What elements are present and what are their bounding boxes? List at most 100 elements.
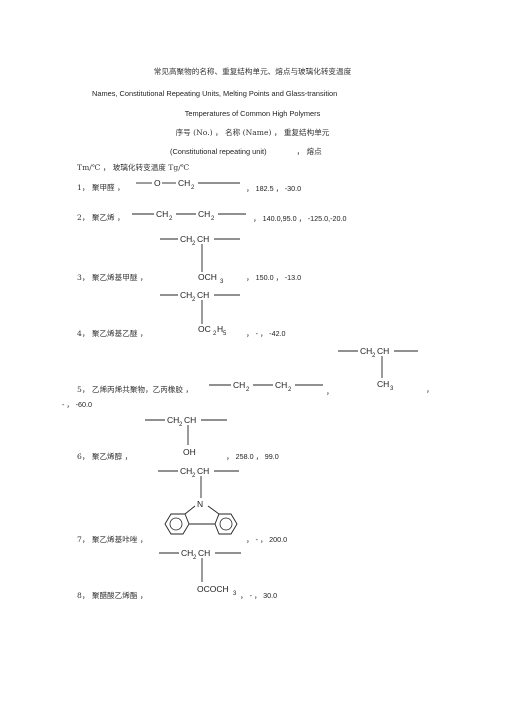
svg-text:2: 2 — [213, 331, 217, 337]
melting-point: 182.5 ， — [255, 184, 283, 193]
structure-row-5-ethylene: CH 2 CH 2 — [209, 380, 323, 393]
column-header-line3: Tm/℃ ， 玻璃化转变温度 Tg/℃ — [77, 163, 190, 172]
structure-row-1: O CH 2 — [136, 178, 240, 191]
svg-text:2: 2 — [192, 297, 196, 303]
title-english-line1: Names, Constitutional Repeating Units, M… — [92, 89, 338, 98]
svg-text:2: 2 — [169, 216, 173, 222]
svg-text:2: 2 — [192, 241, 196, 247]
polymer-name: 聚乙烯 ， — [91, 213, 125, 222]
svg-text:N: N — [197, 499, 203, 509]
melting-point: - ， — [62, 400, 74, 409]
svg-text:CH: CH — [377, 379, 389, 389]
row-number: 1， — [77, 183, 90, 192]
svg-text:OC: OC — [198, 324, 211, 334]
svg-text:2: 2 — [193, 555, 197, 561]
svg-text:3: 3 — [220, 279, 224, 285]
svg-text:CH: CH — [167, 415, 179, 425]
svg-text:CH: CH — [156, 209, 168, 219]
glass-transition: 99.0 — [264, 452, 279, 461]
svg-text:2: 2 — [192, 473, 196, 479]
row-1-values: ， 182.5 ， -30.0 — [246, 184, 302, 193]
melting-point: - ， — [249, 591, 262, 600]
svg-text:CH: CH — [184, 415, 196, 425]
glass-transition: 200.0 — [269, 535, 288, 544]
row-8-label: 8， 聚醋酸乙烯酯 ， — [77, 590, 147, 601]
svg-text:CH: CH — [198, 209, 210, 219]
melting-point: - ， — [255, 535, 268, 544]
svg-text:2: 2 — [246, 387, 250, 393]
structure-row-8: CH 2 CH OCOCH 3 — [159, 548, 241, 597]
polymer-name: 聚乙烯基乙醚 ， — [91, 329, 148, 338]
glass-transition: -30.0 — [284, 184, 302, 193]
row-number: 7， — [77, 535, 90, 544]
svg-text:OH: OH — [183, 447, 196, 457]
title-chinese: 常见高聚物的名称、重复结构单元、熔点与玻璃化转变温度 — [153, 67, 352, 76]
glass-transition: -42.0 — [269, 329, 286, 338]
svg-text:OCH: OCH — [198, 272, 217, 282]
polymer-name: 聚甲醛 ， — [91, 183, 125, 192]
row-8-values: ， - ， 30.0 — [240, 591, 278, 600]
svg-text:CH: CH — [178, 178, 190, 188]
melting-point: 258.0 ， — [235, 452, 263, 461]
glass-transition: -60.0 — [75, 400, 92, 409]
svg-text:3: 3 — [233, 591, 237, 597]
polymer-name: 聚乙烯基咔唑 ， — [91, 535, 148, 544]
melting-point: 150.0 ， — [255, 273, 283, 282]
row-3-values: ， 150.0 ， -13.0 — [246, 273, 302, 282]
glass-transition: -125.0,-20.0 — [307, 214, 347, 223]
structure-row-7: CH 2 CH N — [158, 466, 239, 535]
row-4-label: 4， 聚乙烯基乙醚 ， — [77, 328, 147, 339]
structure-row-6: CH 2 CH OH — [145, 415, 227, 457]
svg-text:OCOCH: OCOCH — [197, 584, 229, 594]
svg-text:H: H — [217, 324, 223, 334]
polymer-name: 乙烯丙烯共聚物，乙丙橡胶 ， — [91, 385, 193, 394]
structure-row-2: CH 2 CH 2 — [132, 209, 246, 222]
svg-text:CH: CH — [197, 290, 209, 300]
row-number: 3， — [77, 273, 90, 282]
melting-point: 140.0,95.0 ， — [262, 214, 306, 223]
structure-row-4: CH 2 CH OC 2 H 5 — [160, 290, 240, 337]
svg-text:CH: CH — [377, 346, 389, 356]
row-5-label: 5， 乙烯丙烯共聚物，乙丙橡胶 ， — [77, 384, 193, 395]
column-header-line1: 序号 (No.) ， 名称 (Name) ， 重复结构单元 — [175, 128, 330, 137]
row-5-values: - ， -60.0 — [62, 400, 92, 410]
row-6-values: ， 258.0 ， 99.0 — [226, 452, 279, 461]
row-4-values: ， - ， -42.0 — [246, 329, 286, 338]
svg-text:2: 2 — [211, 216, 215, 222]
row-7-label: 7， 聚乙烯基咔唑 ， — [77, 534, 147, 545]
row-1-label: 1， 聚甲醛 ， — [77, 182, 125, 193]
svg-text:2: 2 — [179, 422, 183, 428]
polymer-name: 聚乙烯醇 ， — [91, 452, 133, 461]
structure-row-3: CH 2 CH OCH 3 — [160, 234, 240, 285]
row-number: 6， — [77, 452, 90, 461]
row-6-label: 6， 聚乙烯醇 ， — [77, 451, 132, 462]
svg-text:CH: CH — [198, 548, 210, 558]
row-5-trailing-separator: ， — [426, 385, 434, 394]
glass-transition: 30.0 — [263, 591, 278, 600]
svg-text:CH: CH — [275, 380, 287, 390]
row-3-label: 3， 聚乙烯基甲醚 ， — [77, 272, 147, 283]
glass-transition: -13.0 — [284, 273, 302, 282]
row-7-values: ， - ， 200.0 — [246, 535, 288, 544]
svg-text:CH: CH — [181, 548, 193, 558]
title-english-line2: Temperatures of Common High Polymers — [184, 109, 321, 118]
row-number: 4， — [77, 329, 90, 338]
row-number: 5， — [77, 385, 90, 394]
svg-text:CH: CH — [233, 380, 245, 390]
svg-text:CH: CH — [360, 346, 372, 356]
row-2-label: 2， 聚乙烯 ， — [77, 212, 125, 223]
column-header-line2: (Constitutional repeating unit)， 熔点 — [170, 147, 322, 156]
row-2-values: ， 140.0,95.0 ， -125.0,-20.0 — [253, 214, 347, 223]
svg-text:CH: CH — [180, 234, 192, 244]
svg-text:3: 3 — [390, 386, 394, 392]
row-5-separator: ， — [326, 387, 334, 396]
svg-text:CH: CH — [180, 466, 192, 476]
svg-text:CH: CH — [180, 290, 192, 300]
svg-text:2: 2 — [372, 353, 376, 359]
svg-text:O: O — [154, 178, 161, 188]
svg-text:2: 2 — [288, 387, 292, 393]
melting-point: - ， — [255, 329, 268, 338]
polymer-name: 聚乙烯基甲醚 ， — [91, 273, 148, 282]
row-number: 2， — [77, 213, 90, 222]
